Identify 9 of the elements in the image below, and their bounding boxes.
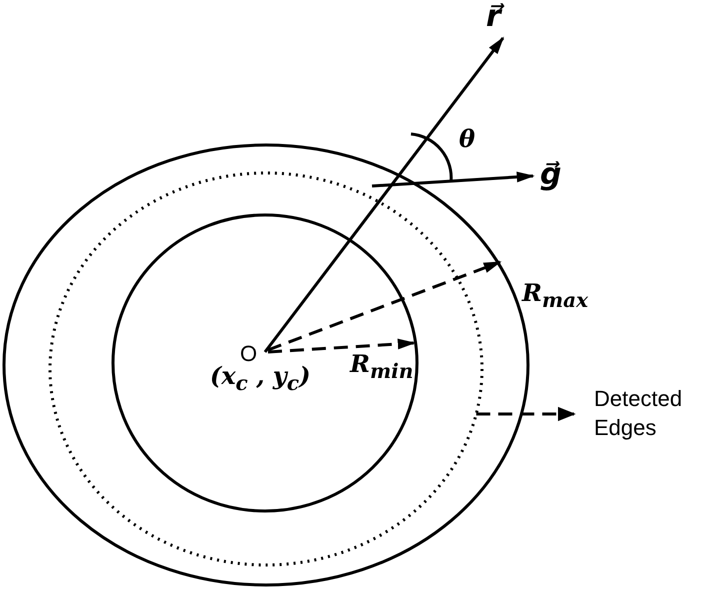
angle-label: θ xyxy=(459,127,476,151)
radius-label: R$_{min}$ xyxy=(350,352,414,381)
dotted-ellipse xyxy=(48,172,484,566)
callout-text: Detected Edges xyxy=(594,385,684,442)
vector-label: g⃗ xyxy=(540,160,562,190)
radius-label: R$_{max}$ xyxy=(522,281,588,310)
coordinate-label: (x$_{c}$ , y$_{c}$) xyxy=(210,364,310,393)
center-label: O xyxy=(240,343,258,365)
leader-arrow xyxy=(476,406,576,422)
